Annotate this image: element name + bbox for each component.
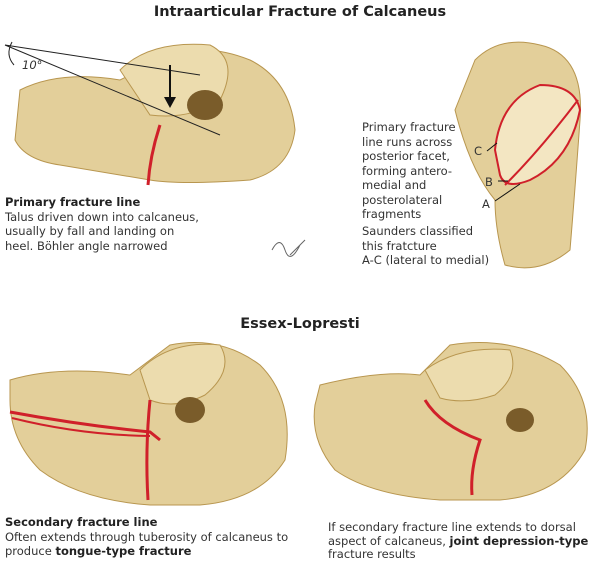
caption-text: fracture results (328, 547, 416, 561)
top-left-foot-illustration (4, 41, 296, 186)
bottom-right-caption: If secondary fracture line extends to do… (328, 520, 589, 562)
caption-text: aspect of calcaneus, (328, 533, 450, 548)
bottom-right-foot-illustration (313, 342, 588, 501)
angle-label: 10° (22, 58, 43, 72)
caption-text: If secondary fracture line extends to do… (328, 520, 576, 534)
caption-emphasis: tongue-type fracture (55, 544, 192, 558)
top-left-caption: Primary fracture line Talus driven down … (5, 195, 199, 253)
bottom-left-foot-illustration (9, 342, 288, 506)
top-right-caption: Primary fracture line runs across poster… (362, 120, 456, 221)
caption-text: produce (5, 544, 56, 558)
section-title: Essex-Lopresti (240, 316, 360, 332)
caption-heading: Secondary fracture line (5, 515, 158, 529)
saunders-note: Saunders classified this fratcture A-C (… (362, 224, 490, 267)
label-c: C (474, 144, 483, 158)
label-b: B (485, 175, 493, 189)
top-right-calcaneus-illustration (454, 41, 582, 269)
caption-body: Often extends through tuberosity of calc… (5, 529, 289, 544)
caption-emphasis: joint depression-type (449, 533, 589, 548)
signature-mark (271, 239, 306, 257)
label-a: A (482, 197, 490, 211)
caption-body: Talus driven down into calcaneus, usuall… (5, 209, 199, 253)
bottom-left-caption: Secondary fracture line Often extends th… (5, 515, 288, 559)
caption-heading: Primary fracture line (5, 195, 141, 209)
figure-title: Intraarticular Fracture of Calcaneus (153, 4, 447, 20)
